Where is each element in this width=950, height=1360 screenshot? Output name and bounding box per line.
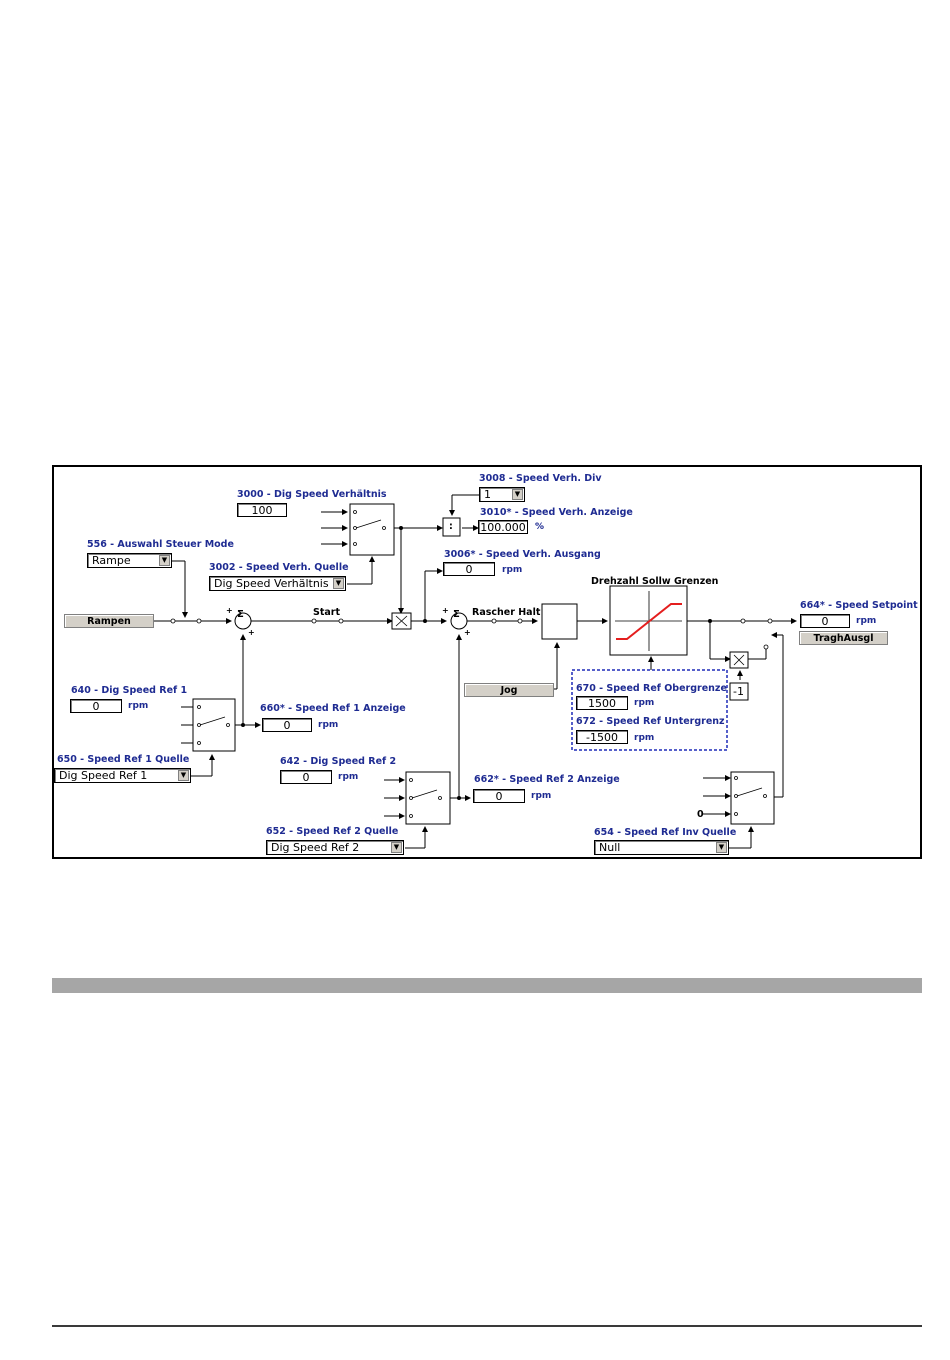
dropdown-654[interactable]: Null ▼ (594, 840, 729, 855)
label-652: 652 - Speed Ref 2 Quelle (266, 826, 399, 837)
dropdown-652[interactable]: Dig Speed Ref 2 ▼ (266, 840, 404, 855)
diagram-frame: Σ Σ + + + + : -1 0 3000 - Dig Speed Verh… (52, 465, 922, 859)
label-drehzahl: Drehzahl Sollw Grenzen (591, 576, 719, 587)
value-670[interactable]: 1500 (576, 696, 628, 710)
label-664: 664* - Speed Setpoint (800, 600, 918, 611)
jog-button[interactable]: Jog (464, 683, 554, 697)
value-664: 0 (800, 614, 850, 628)
dropdown-556-value: Rampe (92, 554, 131, 567)
sum2-plus-bottom: + (464, 628, 471, 637)
unit-642: rpm (338, 772, 359, 782)
rampen-button[interactable]: Rampen (64, 614, 154, 628)
footer-rule (52, 1325, 922, 1327)
dropdown-654-value: Null (599, 841, 621, 854)
chevron-down-icon[interactable]: ▼ (178, 770, 189, 781)
dropdown-650[interactable]: Dig Speed Ref 1 ▼ (54, 768, 191, 783)
dropdown-3008-value: 1 (484, 488, 491, 501)
neg-one-label: -1 (733, 685, 744, 698)
label-642: 642 - Dig Speed Ref 2 (280, 756, 397, 767)
dropdown-3008[interactable]: 1 ▼ (479, 487, 525, 502)
chevron-down-icon[interactable]: ▼ (512, 489, 523, 500)
label-640: 640 - Dig Speed Ref 1 (71, 685, 188, 696)
signal-wires (154, 494, 797, 849)
dropdown-3002[interactable]: Dig Speed Verhältnis ▼ (209, 576, 346, 591)
label-670: 670 - Speed Ref Obergrenze (576, 683, 727, 694)
unit-3010: % (535, 522, 545, 532)
unit-664: rpm (856, 616, 877, 626)
unit-670: rpm (634, 698, 655, 708)
sum2-symbol: Σ (453, 609, 460, 620)
label-rascher-halt: Rascher Halt (472, 607, 541, 618)
dropdown-650-value: Dig Speed Ref 1 (59, 769, 148, 782)
value-3010: 100.000 (478, 520, 528, 534)
chevron-down-icon[interactable]: ▼ (159, 555, 170, 566)
unit-672: rpm (634, 733, 655, 743)
value-662: 0 (473, 789, 525, 803)
value-642[interactable]: 0 (280, 770, 332, 784)
traghausgl-button[interactable]: TraghAusgl (799, 631, 888, 645)
label-556: 556 - Auswahl Steuer Mode (87, 539, 234, 550)
zero-input-label: 0 (697, 809, 704, 820)
label-654: 654 - Speed Ref Inv Quelle (594, 827, 737, 838)
value-672[interactable]: -1500 (576, 730, 628, 744)
label-3002: 3002 - Speed Verh. Quelle (209, 562, 349, 573)
label-650: 650 - Speed Ref 1 Quelle (57, 754, 190, 765)
label-660: 660* - Speed Ref 1 Anzeige (260, 703, 406, 714)
chevron-down-icon[interactable]: ▼ (716, 842, 727, 853)
sum1-plus-left: + (226, 606, 233, 615)
chevron-down-icon[interactable]: ▼ (333, 578, 344, 589)
value-3000[interactable]: 100 (237, 503, 287, 517)
limit-curve (616, 603, 682, 640)
label-start: Start (313, 607, 341, 618)
sum1-plus-bottom: + (248, 628, 255, 637)
value-660: 0 (262, 718, 312, 732)
dropdown-3002-value: Dig Speed Verhältnis (214, 577, 329, 590)
dropdown-556[interactable]: Rampe ▼ (87, 553, 172, 568)
label-662: 662* - Speed Ref 2 Anzeige (474, 774, 620, 785)
value-640[interactable]: 0 (70, 699, 122, 713)
limits-group-box (571, 669, 728, 751)
unit-3006: rpm (502, 565, 523, 575)
section-bar (52, 978, 922, 993)
value-3006: 0 (443, 562, 495, 576)
label-3000: 3000 - Dig Speed Verhältnis (237, 489, 387, 500)
dropdown-652-value: Dig Speed Ref 2 (271, 841, 360, 854)
unit-640: rpm (128, 701, 149, 711)
label-3006: 3006* - Speed Verh. Ausgang (444, 549, 601, 560)
label-3010: 3010* - Speed Verh. Anzeige (480, 507, 633, 518)
chevron-down-icon[interactable]: ▼ (391, 842, 402, 853)
sum2-plus-left: + (442, 606, 449, 615)
label-3008: 3008 - Speed Verh. Div (479, 473, 602, 484)
label-672: 672 - Speed Ref Untergrenz (576, 716, 725, 727)
unit-660: rpm (318, 720, 339, 730)
divider-symbol: : (449, 521, 453, 532)
unit-662: rpm (531, 791, 552, 801)
sum1-symbol: Σ (237, 609, 244, 620)
